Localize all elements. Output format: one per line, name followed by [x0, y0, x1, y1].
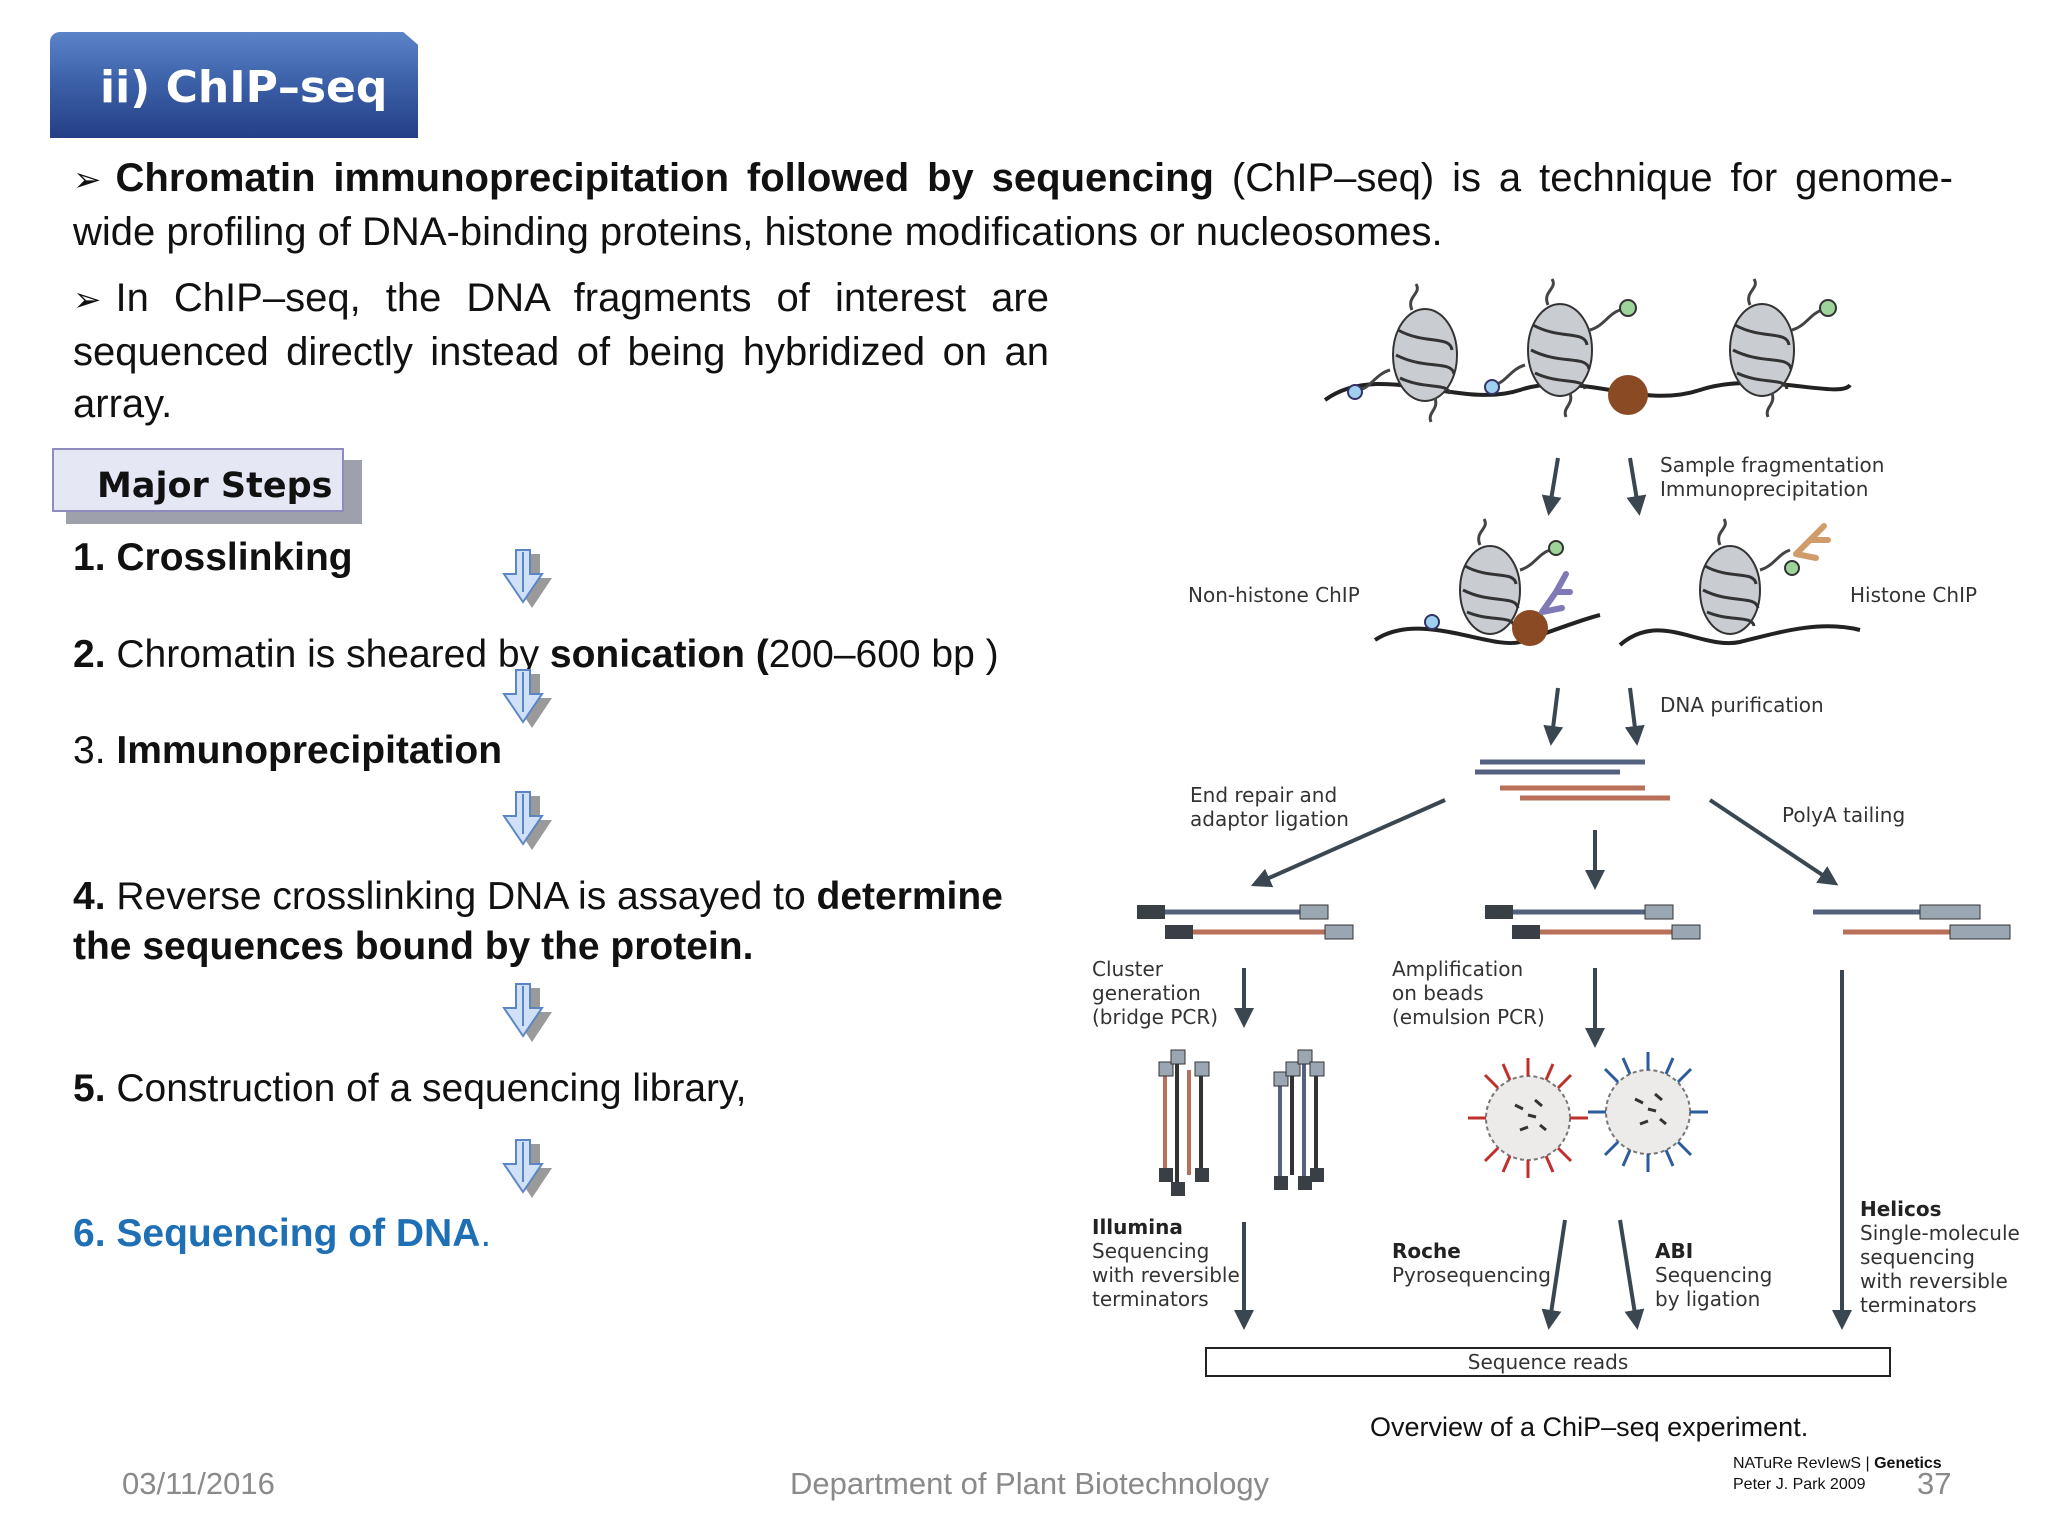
- purified-dna-fragments: [1475, 759, 1670, 801]
- intro-bold-term: Chromatin immunoprecipitation followed b…: [115, 156, 1214, 200]
- bullet-arrow-icon: ➢: [73, 280, 102, 320]
- chromatin-top: [1323, 278, 1852, 423]
- label-helicos-1: Single-molecule: [1860, 1221, 2020, 1245]
- step-text: 200–600 bp ): [768, 633, 999, 676]
- label-illumina-3: terminators: [1092, 1287, 1209, 1311]
- label-helicos-4: terminators: [1860, 1293, 1977, 1317]
- step-bold-text: sonication (: [549, 633, 769, 676]
- label-polya-tailing: PolyA tailing: [1782, 803, 1905, 827]
- step-bold-text: determine the sequences bound by the pro…: [73, 875, 1003, 968]
- label-illumina-title: Illumina: [1092, 1215, 1183, 1239]
- step-number: 1.: [73, 536, 117, 579]
- label-helicos-title: Helicos: [1860, 1197, 1942, 1221]
- nucleosome-icon: [1484, 278, 1637, 418]
- down-arrow-icon: [502, 791, 552, 850]
- footer-department: Department of Plant Biotechnology: [790, 1466, 1270, 1501]
- label-abi-2: by ligation: [1655, 1287, 1760, 1311]
- intro-paragraph: ➢ Chromatin immunoprecipitation followed …: [73, 152, 1953, 258]
- footer-date: 03/11/2016: [122, 1466, 275, 1501]
- credit-journal-section: Genetics: [1874, 1455, 1942, 1472]
- ligated-fragment-right: [1813, 904, 2011, 940]
- step-text: Reverse crosslinking DNA is assayed to: [116, 875, 817, 918]
- nucleosome-icon: [1347, 283, 1458, 423]
- slide-title: ii) ChIP–seq: [100, 62, 388, 113]
- label-helicos-2: sequencing: [1860, 1245, 1975, 1269]
- label-amp-2: on beads: [1392, 981, 1484, 1005]
- slide-title-banner: [50, 32, 418, 138]
- step-text: Construction of a sequencing library,: [116, 1067, 747, 1110]
- label-illumina-1: Sequencing: [1092, 1239, 1209, 1263]
- step-5: 5. Construction of a sequencing library,: [73, 1064, 747, 1114]
- footer-page-number: 37: [1917, 1466, 1952, 1501]
- step-bold-text: Crosslinking: [116, 536, 353, 579]
- figure-credit-author: Peter J. Park 2009: [1733, 1476, 1866, 1493]
- down-arrow-icon: [502, 549, 552, 608]
- label-cluster-1: Cluster: [1092, 957, 1164, 981]
- label-cluster-2: generation: [1092, 981, 1201, 1005]
- step-2: 2. Chromatin is sheared by sonication (2…: [73, 630, 999, 680]
- intro-paragraph-2: ➢In ChIP–seq, the DNA fragments of inter…: [73, 272, 1049, 430]
- label-amp-1: Amplification: [1392, 957, 1523, 981]
- ligated-fragment-left: [1137, 904, 1354, 940]
- emulsion-bead-blue: [1588, 1052, 1708, 1172]
- intro-rest: (ChIP–seq) is a technique for genome-wid…: [73, 156, 1954, 254]
- emulsion-bead-red: [1468, 1058, 1588, 1178]
- step-number: 4.: [73, 875, 117, 918]
- bullet-arrow-icon: ➢: [73, 160, 102, 200]
- label-end-repair-2: adaptor ligation: [1190, 807, 1349, 831]
- step-number: 6.: [73, 1212, 117, 1255]
- label-abi-1: Sequencing: [1655, 1263, 1772, 1287]
- label-sequence-reads: Sequence reads: [1468, 1350, 1628, 1374]
- label-histone-chip: Histone ChIP: [1850, 583, 1977, 607]
- major-steps-label: Major Steps: [97, 466, 333, 506]
- label-sample-fragmentation: Sample fragmentation: [1660, 453, 1884, 477]
- label-abi-title: ABI: [1655, 1239, 1693, 1263]
- step-number: 5.: [73, 1067, 117, 1110]
- step-bold-text: Sequencing of DNA: [116, 1212, 481, 1255]
- step-number: 3.: [73, 729, 117, 772]
- major-steps-box: [52, 448, 344, 512]
- down-arrow-icon: [502, 983, 552, 1042]
- step-1: 1. Crosslinking: [73, 533, 353, 583]
- credit-journal-name: NATuRe RevIewS |: [1733, 1455, 1875, 1472]
- label-immunoprecipitation: Immunoprecipitation: [1660, 477, 1868, 501]
- label-non-histone-chip: Non-histone ChIP: [1188, 583, 1360, 607]
- step-4: 4. Reverse crosslinking DNA is assayed t…: [73, 872, 1053, 972]
- bridge-pcr-cluster-red: [1158, 1049, 1210, 1196]
- chip-seq-overview-diagram: Sample fragmentation Immunoprecipitation…: [1092, 278, 2020, 1377]
- label-helicos-3: with reversible: [1860, 1269, 2008, 1293]
- label-amp-3: (emulsion PCR): [1392, 1005, 1545, 1029]
- label-cluster-3: (bridge PCR): [1092, 1005, 1218, 1029]
- label-roche-title: Roche: [1392, 1239, 1461, 1263]
- figure-caption: Overview of a ChiP–seq experiment.: [1370, 1412, 1809, 1442]
- label-illumina-2: with reversible: [1092, 1263, 1240, 1287]
- step-bold-text: Immunoprecipitation: [116, 729, 503, 772]
- bridge-pcr-cluster-blue: [1273, 1049, 1325, 1190]
- step-number: 2.: [73, 633, 117, 676]
- down-arrow-icon: [502, 669, 552, 728]
- label-dna-purification: DNA purification: [1660, 693, 1824, 717]
- figure-credit-journal: NATuRe RevIewS | Genetics: [1733, 1455, 1942, 1473]
- step-text: .: [480, 1212, 492, 1255]
- step-6: 6. Sequencing of DNA.: [73, 1209, 491, 1259]
- label-end-repair-1: End repair and: [1190, 783, 1337, 807]
- ligated-fragment-middle: [1485, 904, 1701, 940]
- down-arrow-icon: [502, 1139, 552, 1198]
- step-text: Chromatin is sheared by: [116, 633, 550, 676]
- chromatin-non-histone: [1373, 518, 1601, 646]
- intro2-text: In ChIP–seq, the DNA fragments of intere…: [73, 276, 1049, 426]
- label-roche-1: Pyrosequencing: [1392, 1263, 1551, 1287]
- chromatin-histone: [1618, 518, 1861, 647]
- sequence-reads-box: [1205, 1347, 1891, 1377]
- nucleosome-icon: [1729, 278, 1837, 418]
- step-3: 3. Immunoprecipitation: [73, 726, 502, 776]
